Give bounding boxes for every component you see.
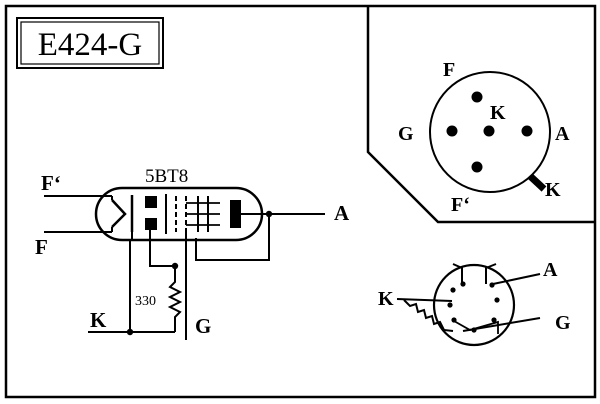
pin-dot-a [521, 125, 533, 137]
socket-top-label-f-prime: F‘ [451, 194, 470, 216]
diode-plate-bottom [145, 218, 157, 230]
title-box: E424-G [16, 17, 164, 69]
pin-dot-f-prime [471, 161, 483, 173]
lead-a-return [195, 214, 270, 261]
lead-second-cathode [149, 230, 175, 267]
wire-a [492, 273, 541, 285]
socket-top-circle [429, 71, 551, 193]
resistor-330 [167, 266, 183, 332]
socket-bottom-pin-6 [494, 297, 500, 303]
socket-top-label-k-key: K [545, 179, 561, 201]
socket-bottom-tab-left [452, 263, 463, 284]
label-g: G [195, 314, 211, 338]
socket-top-label-g: G [398, 123, 414, 145]
diode-plate-top [145, 196, 157, 208]
wire-k [396, 298, 453, 302]
socket-bottom-diagram: K A G [378, 259, 571, 347]
socket-top-label-a: A [555, 123, 570, 145]
label-k: K [90, 308, 107, 332]
resistor-value: 330 [135, 294, 156, 309]
title-text: E424-G [38, 27, 142, 63]
pentode-anode [230, 200, 241, 228]
socket-bottom-pin-1 [450, 287, 456, 293]
wire-k-resistor [403, 299, 454, 332]
label-f-prime: F‘ [41, 171, 61, 195]
socket-top-label-k-center: K [490, 102, 506, 124]
socket-bottom-label-k: K [378, 288, 394, 310]
pin-dot-g [446, 125, 458, 137]
pin-dot-f [471, 91, 483, 103]
socket-bottom-pin-5 [491, 317, 497, 323]
tube-schematic: 5BT8 330 [35, 166, 350, 340]
socket-bottom-pin-2 [447, 302, 453, 308]
wire-internal [453, 320, 499, 334]
socket-bottom-label-g: G [555, 312, 571, 334]
label-a: A [334, 201, 350, 225]
socket-bottom-tab-right [485, 263, 497, 284]
socket-top-diagram: F K G A F‘ K [398, 59, 570, 216]
socket-bottom-circle [432, 263, 516, 347]
label-f: F [35, 235, 48, 259]
outer-border [4, 4, 597, 399]
socket-panel-border [366, 7, 594, 224]
lead-cathode [129, 232, 133, 332]
junction-k [126, 328, 134, 336]
socket-top-label-f: F [443, 59, 455, 81]
socket-key-mark [527, 173, 547, 192]
tube-type-label: 5BT8 [145, 166, 188, 187]
pin-dot-k-center [483, 125, 495, 137]
socket-bottom-label-a: A [543, 259, 558, 281]
heater-element [111, 199, 127, 228]
